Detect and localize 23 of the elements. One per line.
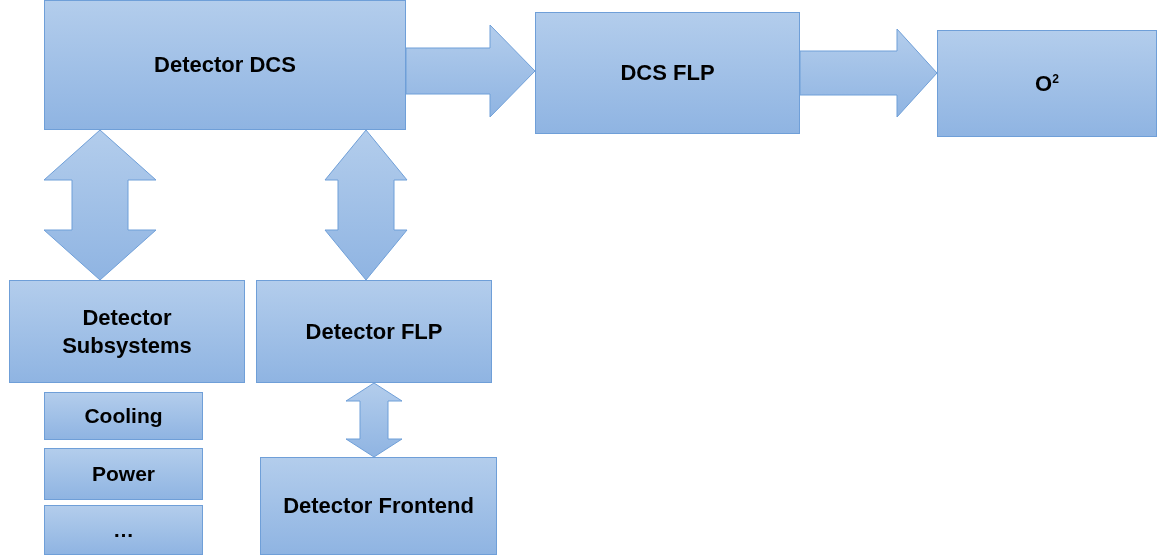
box-label: O$^{2}$: [1035, 69, 1059, 98]
box-label: Cooling: [84, 402, 163, 429]
process-box: [44, 392, 203, 440]
box-label: Detector Frontend: [283, 492, 474, 520]
box-label: Power: [92, 460, 155, 487]
process-box: [44, 0, 406, 130]
process-box: [535, 12, 800, 134]
process-box: [9, 280, 245, 383]
process-box: [44, 448, 203, 500]
box-label: …: [113, 516, 134, 543]
process-box: [260, 457, 497, 555]
process-box: [256, 280, 492, 383]
block-arrow: [324, 129, 408, 281]
process-box: [937, 30, 1157, 137]
block-arrow: [43, 129, 157, 281]
box-label: Detector DCS: [154, 51, 296, 79]
block-arrow: [405, 24, 536, 118]
box-label: Detector FLP: [305, 317, 443, 346]
block-arrow: [345, 382, 403, 458]
box-label: Detector Subsystems: [61, 304, 193, 359]
box-label: DCS FLP: [620, 59, 715, 87]
process-box: [44, 505, 203, 555]
block-arrow: [799, 28, 938, 118]
